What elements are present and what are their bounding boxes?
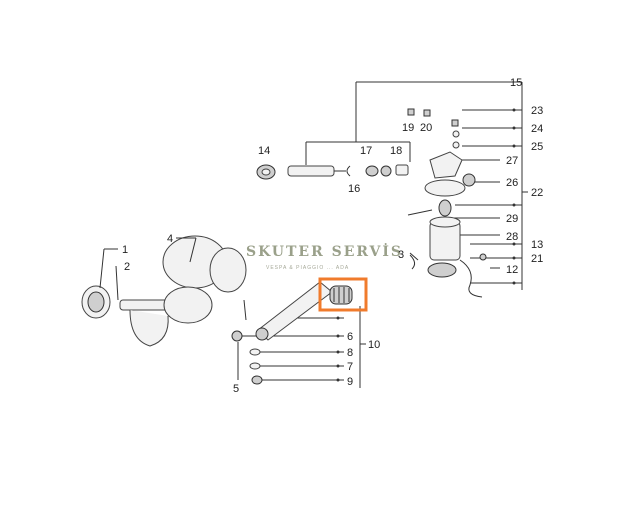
- callout-13: 13: [531, 239, 543, 251]
- callout-16: 16: [348, 183, 360, 195]
- callout-14: 14: [258, 145, 270, 157]
- callout-29: 29: [506, 213, 518, 225]
- speedometer-drive-parts: [256, 164, 409, 180]
- callout-27: 27: [506, 155, 518, 167]
- callout-15: 15: [510, 77, 522, 89]
- callout-8: 8: [347, 347, 353, 359]
- callout-26: 26: [506, 177, 518, 189]
- callout-21: 21: [531, 253, 543, 265]
- highlighted-part-boot: [318, 277, 368, 312]
- callout-19: 19: [402, 122, 414, 134]
- leader-lines-left: [99, 237, 419, 301]
- watermark-subtitle: VESPA & PIAGGIO ... ADA: [266, 265, 349, 271]
- kick-start-assembly: [81, 235, 333, 385]
- watermark: SKUTER SERVİS VESPA & PIAGGIO ... ADA: [246, 241, 403, 271]
- callout-25: 25: [531, 141, 543, 153]
- callout-3: 3: [398, 249, 404, 261]
- callout-18: 18: [390, 145, 402, 157]
- callout-labels: 1 2 3 4 5 6 7 8 9 10 12 13 14 15 16 17 1…: [122, 77, 543, 395]
- callout-10: 10: [368, 339, 380, 351]
- starter-motor-assembly: [407, 108, 487, 298]
- watermark-title: SKUTER SERVİS: [246, 241, 403, 260]
- callout-24: 24: [531, 123, 543, 135]
- callout-9: 9: [347, 376, 353, 388]
- callout-2: 2: [124, 261, 130, 273]
- callout-12: 12: [506, 264, 518, 276]
- callout-22: 22: [531, 187, 543, 199]
- callout-7: 7: [347, 361, 353, 373]
- callout-1: 1: [122, 244, 128, 256]
- highlight-frame: [318, 277, 368, 312]
- callout-20: 20: [420, 122, 432, 134]
- callout-23: 23: [531, 105, 543, 117]
- callout-5: 5: [233, 383, 239, 395]
- callout-6: 6: [347, 331, 353, 343]
- callout-4: 4: [167, 233, 173, 245]
- callout-28: 28: [506, 231, 518, 243]
- callout-17: 17: [360, 145, 372, 157]
